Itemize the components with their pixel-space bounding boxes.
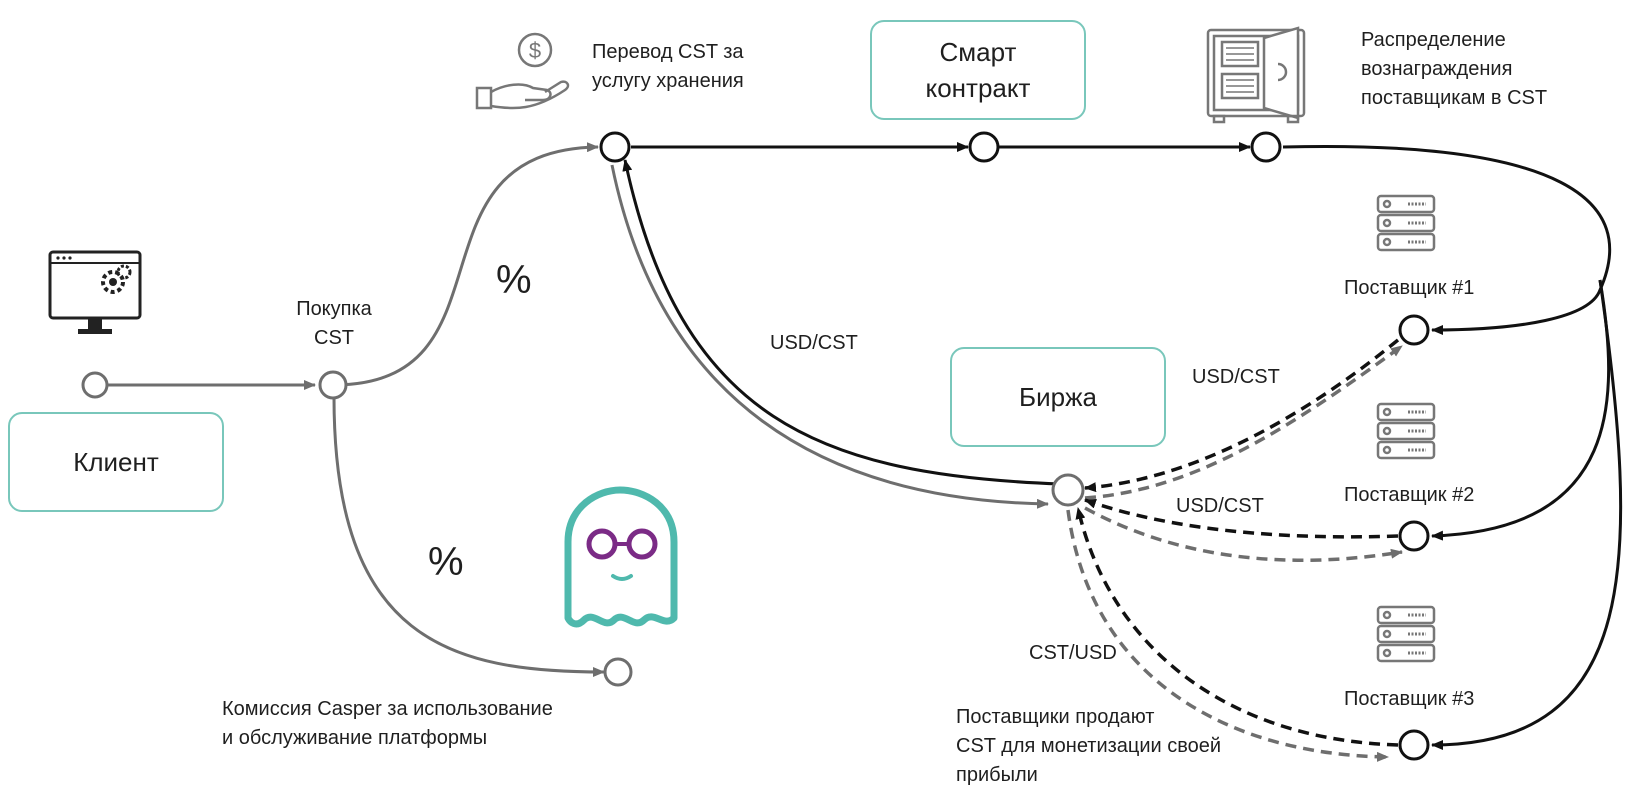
smart-contract-label-line1: Смарт <box>939 37 1017 67</box>
node-transfer <box>599 131 631 163</box>
node-provider-2 <box>1398 520 1430 552</box>
purchase-label: Покупка CST <box>296 298 372 349</box>
node-smart-contract <box>968 131 1000 163</box>
node-provider-3 <box>1398 729 1430 761</box>
percent-bottom-label: % <box>428 540 464 584</box>
exchange-label: Биржа <box>1019 382 1097 412</box>
exchange-box: Биржа <box>950 347 1166 447</box>
client-box: Клиент <box>8 412 224 512</box>
node-purchase <box>318 370 348 400</box>
distribution-label: Распределение вознаграждения поставщикам… <box>1361 29 1548 109</box>
node-provider-1 <box>1398 314 1430 346</box>
edge-provider2-exchange <box>1084 498 1399 539</box>
providers-sell-label: Поставщики продают CST для монетизации с… <box>956 706 1222 786</box>
edge-exchange-provider2 <box>1084 506 1403 562</box>
node-commission <box>603 657 633 687</box>
edge-vault-provider-3 <box>1431 279 1623 750</box>
server-rack-icon <box>1376 402 1436 460</box>
usd-cst-2-label: USD/CST <box>1176 495 1264 517</box>
cst-usd-label: CST/USD <box>1029 642 1117 664</box>
server-rack-icon <box>1376 194 1436 252</box>
edge-purchase-commission <box>332 396 605 677</box>
hand-coin-icon: $ <box>475 32 570 110</box>
smart-contract-label-line2: контракт <box>925 73 1031 103</box>
usd-cst-main-label: USD/CST <box>770 332 858 354</box>
edge-exchange-provider3 <box>1066 509 1389 762</box>
provider-1-label: Поставщик #1 <box>1344 277 1475 299</box>
edge-transfer-exchange <box>610 164 1049 509</box>
edge-provider3-exchange <box>1075 507 1399 747</box>
svg-text:$: $ <box>529 38 541 63</box>
commission-label: Комиссия Casper за использование и обслу… <box>222 698 553 749</box>
usd-cst-1-label: USD/CST <box>1192 366 1280 388</box>
provider-3-label: Поставщик #3 <box>1344 688 1475 710</box>
smart-contract-box: Смарт контракт <box>870 20 1086 120</box>
edge-provider1-exchange <box>1084 338 1400 493</box>
server-rack-icon <box>1376 605 1436 663</box>
edge-exchange-transfer <box>622 159 1061 486</box>
node-client <box>81 371 109 399</box>
transfer-label: Перевод CST за услугу хранения <box>592 41 744 92</box>
ghost-icon <box>564 486 678 628</box>
edge-vault-provider-1 <box>1282 144 1611 335</box>
node-vault <box>1250 131 1282 163</box>
client-label: Клиент <box>73 447 159 477</box>
safe-icon <box>1206 26 1306 124</box>
edge-exchange-provider1 <box>1084 344 1404 500</box>
edge-purchase-transfer <box>332 142 599 387</box>
provider-2-label: Поставщик #2 <box>1344 484 1475 506</box>
percent-top-label: % <box>496 258 532 302</box>
monitor-gear-icon <box>48 250 142 334</box>
node-exchange <box>1051 473 1085 507</box>
